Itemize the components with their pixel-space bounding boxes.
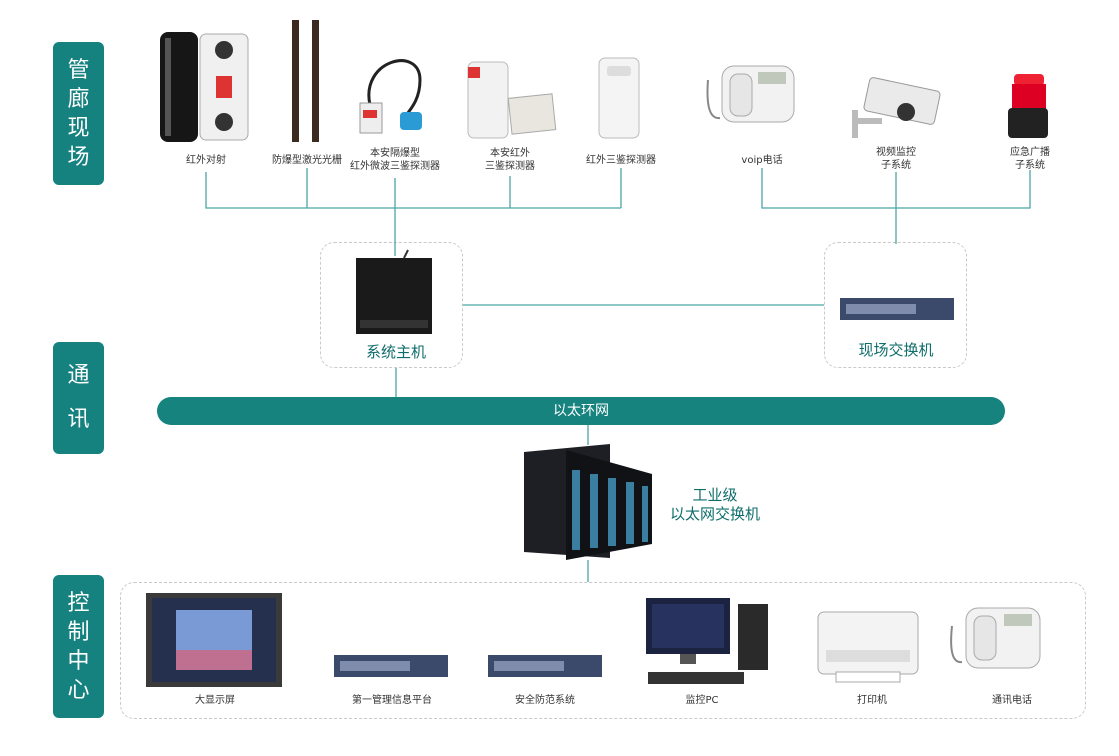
- monitor-pc-icon: [646, 598, 768, 684]
- section-tab-comm-label: 通 讯: [67, 363, 90, 432]
- printer-icon: [817, 611, 919, 683]
- label-ir-triple: 红外三鉴探测器: [586, 155, 656, 166]
- laser-grating-icon: [292, 20, 319, 142]
- label-system-host: 系统主机: [365, 343, 426, 361]
- voip-phone-icon: [706, 65, 795, 123]
- label-field-switch: 现场交换机: [858, 341, 934, 359]
- label-monitor-pc: 监控PC: [685, 695, 719, 706]
- label-voip: voip电话: [741, 155, 783, 166]
- label-laser-grating: 防爆型激光光栅: [272, 155, 342, 166]
- label-security: 安全防范系统: [515, 695, 575, 706]
- is-ir-detector-icon: [467, 61, 557, 139]
- system-host-icon: [356, 249, 432, 334]
- label-video: 视频监控 子系统: [876, 147, 916, 171]
- label-broadcast: 应急广播 子系统: [1010, 147, 1050, 171]
- ir-triple-detector-icon: [598, 57, 640, 139]
- camera-icon: [852, 77, 941, 138]
- connector-left-bus: [205, 168, 622, 256]
- label-is-ir: 本安红外 三鉴探测器: [485, 148, 535, 172]
- label-big-screen: 大显示屏: [195, 695, 235, 706]
- ethernet-ring: 以太环网: [157, 397, 1005, 425]
- label-phone: 通讯电话: [992, 695, 1032, 706]
- control-center-box: [120, 582, 1086, 719]
- server-rack-icon: [524, 444, 652, 560]
- label-ir-beam: 红外对射: [186, 155, 226, 166]
- alarm-light-icon: [1008, 74, 1048, 138]
- label-industrial-switch: 工业级 以太网交换机: [669, 486, 760, 523]
- ethernet-ring-label: 以太环网: [553, 403, 609, 419]
- connector-right-bus: [761, 168, 1031, 244]
- big-screen-icon: [146, 593, 282, 687]
- platform-switch-icon: [334, 655, 448, 677]
- field-switch-icon: [840, 298, 954, 320]
- security-switch-icon: [488, 655, 602, 677]
- label-platform: 第一管理信息平台: [352, 695, 432, 706]
- section-tab-control-label: 控 制 中 心: [67, 590, 90, 703]
- section-tab-comm: 通 讯: [53, 342, 104, 454]
- section-tab-control: 控 制 中 心: [53, 575, 104, 718]
- section-tab-site: 管 廊 现 场: [53, 42, 104, 185]
- host-box: [320, 242, 463, 368]
- section-tab-site-label: 管 廊 现 场: [67, 57, 90, 170]
- label-is-ir-microwave: 本安隔爆型 红外微波三鉴探测器: [350, 148, 440, 172]
- ir-beam-icon: [160, 32, 249, 142]
- control-phone-icon: [950, 607, 1041, 669]
- label-printer: 打印机: [857, 695, 887, 706]
- explosion-detector-icon: [359, 59, 422, 134]
